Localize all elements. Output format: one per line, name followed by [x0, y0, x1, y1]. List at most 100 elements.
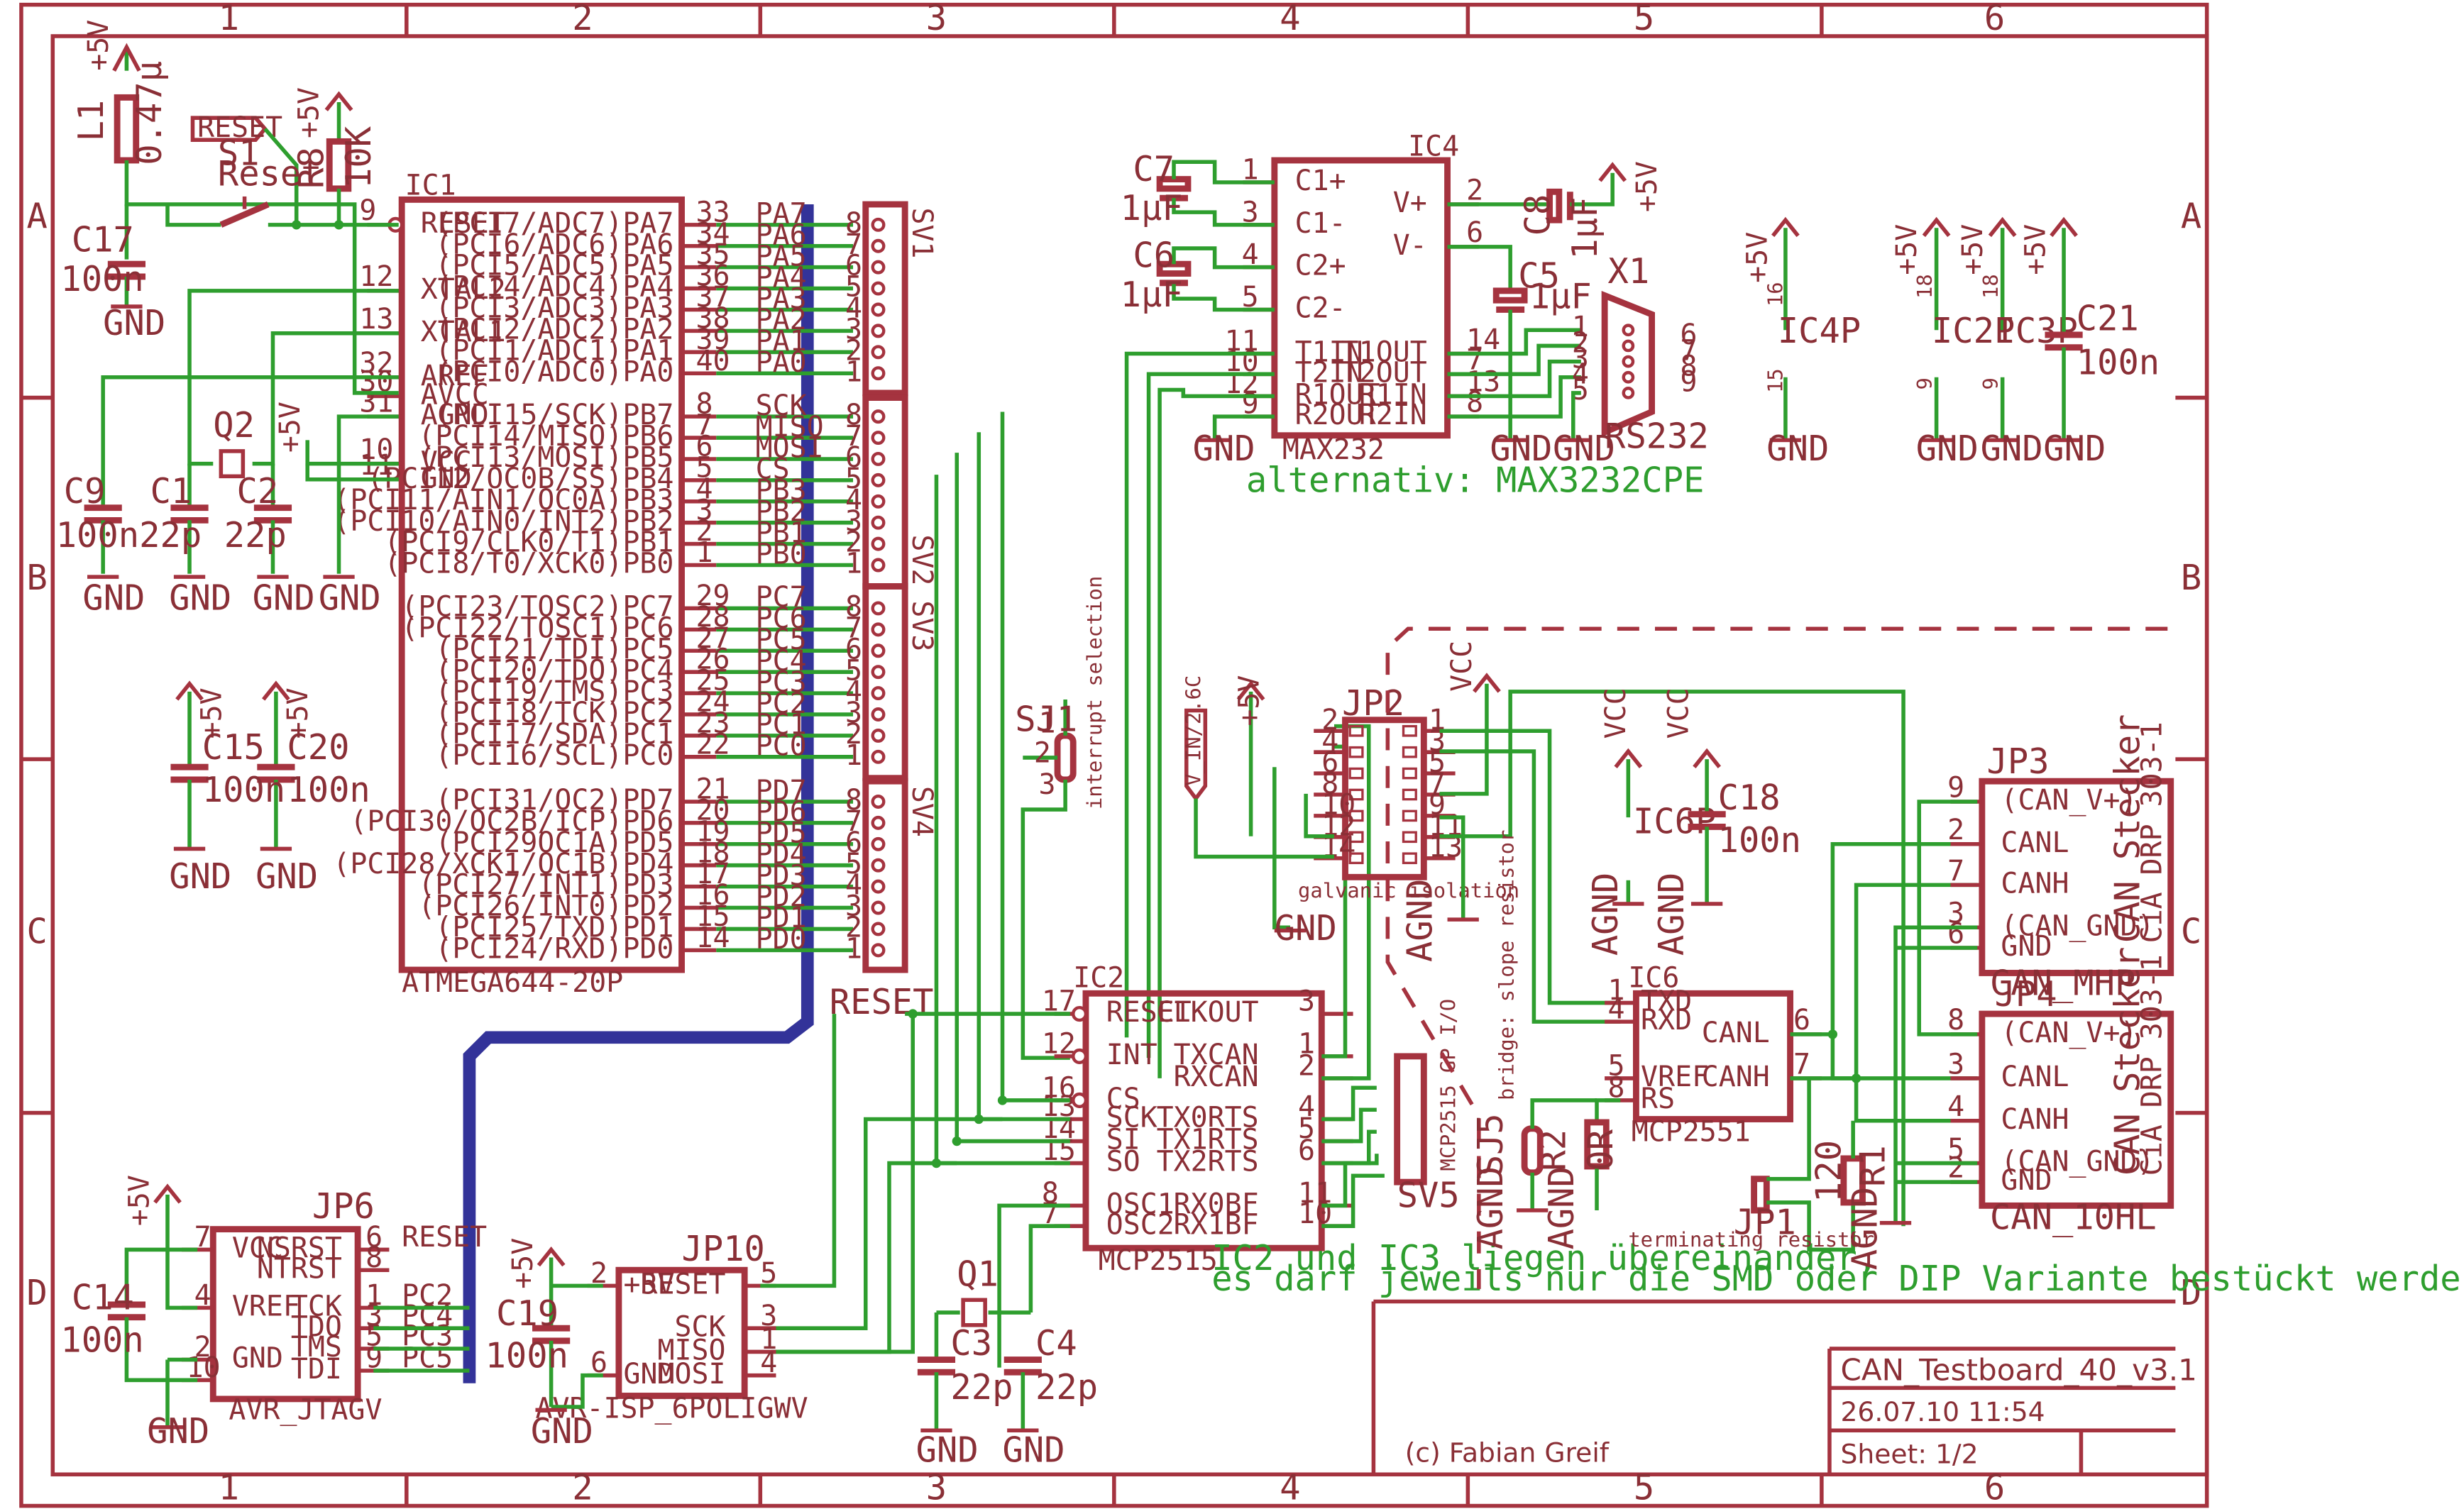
ic2-right-label-4: TX1RTS [1157, 1124, 1259, 1156]
ic4-right-label-1: V- [1393, 229, 1427, 262]
jp2-pad-8 [1348, 788, 1364, 801]
jp2-pad-2 [1348, 724, 1364, 737]
ic4p-pin15: 15 [1763, 368, 1787, 393]
q2-crystal[interactable] [219, 449, 246, 479]
c17-label: C17 [72, 221, 134, 260]
jp2-pad-12 [1348, 831, 1364, 844]
ic6-right-num-1: 7 [1793, 1048, 1810, 1080]
sj1-solder-jumper[interactable]: SJ1 1 2 3 interrupt selection [1015, 576, 1106, 1060]
ic1-portd-net-1: PD6 [756, 796, 807, 829]
sv2-pin-6-pad [871, 451, 886, 466]
sv1-pin-2: 2 [845, 334, 862, 367]
col-1-top: 1 [219, 0, 239, 38]
sv2-pin-6: 6 [845, 441, 862, 474]
jp6-label: JP6 [312, 1187, 375, 1227]
reset-flag-text: RESET [197, 111, 282, 144]
ic2-right-label-7: RX1BF [1174, 1208, 1259, 1241]
jp3-label-3: (CAN_GND) [2001, 910, 2154, 942]
ic4p-pin16: 16 [1763, 282, 1787, 306]
ic1-portb-num-7: 1 [695, 536, 713, 569]
jp4-can-10hl[interactable]: JP4 CAN_10HL CAN Stecker CiA DRP 303-1 (… [1947, 947, 2174, 1238]
x1-pin-4: 4 [1572, 358, 1589, 391]
ic2-right-label-6: RX0BF [1174, 1188, 1259, 1220]
sj5-label: SJ5 [1471, 1113, 1511, 1176]
s1-switch[interactable] [219, 201, 270, 228]
isolation-boundary [1385, 626, 2168, 1289]
ic4-left-label-0: C1+ [1295, 165, 1346, 197]
author-text: (c) Fabian Greif [1405, 1437, 1610, 1469]
ic1-portd-net-5: PD2 [756, 880, 807, 913]
sv-headers[interactable]: SV1 SV2 SV3 SV4 876543218765432187654321… [845, 201, 938, 973]
jp2-pad-14 [1348, 852, 1364, 865]
ic2-mcp2515[interactable]: IC2 MCP2515 RESET17INT12CS16SCK13SI14SO1… [771, 411, 2464, 1471]
jp6-right-num-1: 8 [365, 1242, 383, 1274]
ic4-right-num-5: 8 [1466, 386, 1483, 419]
ic4-right-label-5: R2IN [1359, 399, 1427, 431]
ic1-atmega644[interactable]: IC1 ATMEGA644-20P RESET9XTAL212XTAL113AR… [333, 170, 854, 999]
interrupt-note: interrupt selection [1082, 576, 1106, 809]
gpio-note: MCP2515 GP I/O [1436, 999, 1461, 1171]
vcc-5v-label: +5V [274, 402, 307, 453]
jp4-label-3: (CAN_GND) [2001, 1146, 2154, 1178]
sv4-label: SV4 [906, 786, 938, 837]
jp2-pad-13 [1402, 852, 1417, 865]
sv1-pin-4: 4 [845, 292, 862, 325]
jp4-label-1: CANL [2001, 1061, 2069, 1093]
ic2-left-label-2: CS [1106, 1083, 1140, 1115]
jp2-isolation-header[interactable]: JP2 galvanic isolation 24681012141357911… [1182, 641, 1905, 1227]
ic6-right-num-0: 6 [1793, 1004, 1810, 1037]
sv3-label: SV3 [906, 600, 938, 651]
ic1-portb-label-1: (PCI14/MISO)PB6 [418, 420, 673, 453]
ic1-portb-num-3: 5 [695, 451, 713, 484]
ic1-portc-net-2: PC5 [756, 624, 807, 656]
sv3-pin-4: 4 [845, 675, 862, 708]
jp3-label-2: CANH [2001, 867, 2069, 900]
jp1-jumper[interactable] [1751, 1176, 1770, 1214]
row-b-right: B [2181, 558, 2201, 598]
ic1-portc-label-2: (PCI21/TDI)PC5 [435, 633, 673, 665]
jp10-right-label-2: MISO [658, 1334, 726, 1367]
ic1-portd-label-0: (PCI31/OC2)PD7 [435, 784, 673, 817]
sv5-header[interactable] [1394, 1053, 1427, 1185]
gnd-ic2p: GND [1916, 429, 1979, 469]
c15-5v: +5V [195, 687, 228, 739]
jp4-part: CAN_10HL [1990, 1198, 2157, 1238]
jp3-can-mhp[interactable]: JP3 CAN_MHP CAN Stecker CiA DRP 303-1 (C… [1947, 714, 2174, 1004]
jp2-pad-4 [1348, 746, 1364, 758]
jp3-part: CAN_MHP [1990, 963, 2135, 1003]
ic1-portb-label-2: (PCI13/MOSI)PB5 [418, 441, 673, 474]
ic1-portb-num-5: 3 [695, 494, 713, 526]
ic1-portd-label-5: (PCI26/INT0)PD2 [418, 890, 673, 923]
sv4-pin-2-pad [871, 922, 886, 936]
jp10-left-label-1: GND [624, 1358, 675, 1391]
sv4-pin-3-pad [871, 900, 886, 915]
ic1-portc-label-1: (PCI22/TOSC1)PC6 [401, 612, 673, 644]
col-6-top: 6 [1984, 0, 2005, 38]
sv4-pin-8-pad [871, 794, 886, 809]
ic2-right-num-2: 2 [1298, 1049, 1315, 1082]
ic1-porta-net-3: PA4 [756, 261, 807, 294]
ic1-porta-label-4: (PCI3/ADC3)PA3 [435, 292, 673, 325]
jp10-left-label-0: +5V [624, 1268, 675, 1300]
x1-pad-1 [1622, 324, 1635, 337]
terminating-note: terminating resistor [1628, 1227, 1874, 1251]
ic2p-pin9: 9 [1913, 377, 1937, 389]
ic4-max232[interactable]: IC4 MAX232 C1+1C1-3C2+4C2-5T1IN11T2IN10R… [1121, 130, 1709, 1078]
r8-label: R8 [292, 147, 331, 189]
sj5-jumper[interactable] [1521, 1125, 1544, 1176]
x1-db9-connector[interactable] [1601, 290, 1656, 438]
ic2-left-label-0: RESET [1106, 996, 1192, 1029]
sv2-pin-4-pad [871, 494, 886, 509]
jp6-net-0: RESET [402, 1221, 487, 1254]
sv4-pin-7-pad [871, 815, 886, 830]
ic2-part: MCP2515 [1099, 1244, 1218, 1277]
ic6-right-label-1: CANH [1702, 1061, 1770, 1093]
q1-crystal[interactable] [961, 1298, 987, 1327]
ic1-portc-net-6: PC1 [756, 709, 807, 741]
jp4-num-0: 8 [1947, 1004, 1964, 1037]
row-c-left: C [26, 912, 47, 951]
